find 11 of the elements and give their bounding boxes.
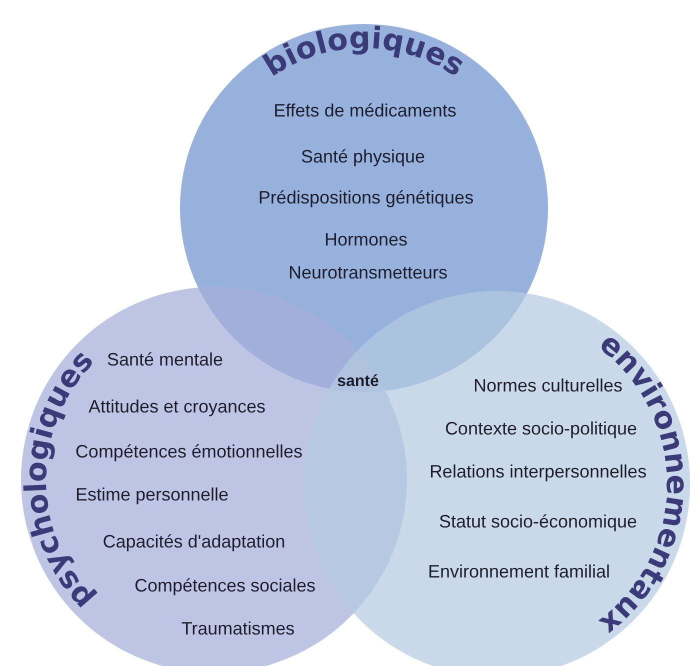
center-label: santé [337,373,379,391]
factor-text: Effets de médicaments [274,100,456,122]
factor-text: Santé mentale [106,350,224,370]
factor-text: Capacités d'adaptation [102,532,286,552]
factor-text: Neurotransmetteurs [288,262,448,284]
factor-text: Prédispositions génétiques [258,188,474,208]
factor-text: Compétences sociales [134,576,316,596]
factor-text: Santé physique [300,146,426,168]
factor-text: Hormones [324,230,408,250]
factor-text: Traumatismes [181,618,295,640]
category-heading: biologiques [258,20,471,84]
